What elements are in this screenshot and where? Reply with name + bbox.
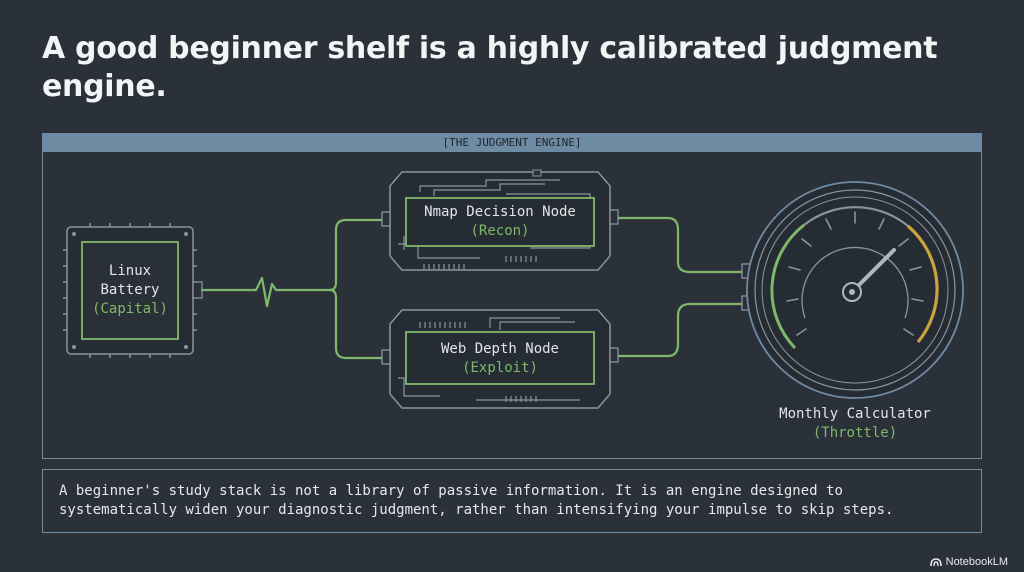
brand-name: NotebookLM bbox=[945, 556, 1008, 568]
exploit-node-label: Web Depth Node (Exploit) bbox=[406, 340, 594, 378]
caption-text: A beginner's study stack is not a librar… bbox=[59, 483, 894, 518]
gauge-label-title: Monthly Calculator bbox=[779, 406, 931, 422]
brand-watermark: NotebookLM bbox=[929, 556, 1008, 568]
throttle-gauge bbox=[741, 181, 964, 399]
battery-label-sub: (Capital) bbox=[92, 301, 168, 317]
signal-wires bbox=[200, 216, 744, 360]
exploit-node-title: Web Depth Node bbox=[440, 341, 559, 357]
caption-box: A beginner's study stack is not a librar… bbox=[42, 469, 982, 533]
exploit-node-sub: (Exploit) bbox=[462, 360, 538, 376]
battery-chip bbox=[63, 223, 203, 358]
judgment-engine-panel: [THE JUDGMENT ENGINE] bbox=[42, 133, 982, 459]
recon-node-sub: (Recon) bbox=[470, 223, 530, 239]
recon-node-title: Nmap Decision Node bbox=[424, 204, 576, 220]
gauge-label: Monthly Calculator (Throttle) bbox=[755, 405, 955, 443]
gauge-label-sub: (Throttle) bbox=[812, 425, 898, 441]
slide-title: A good beginner shelf is a highly calibr… bbox=[42, 31, 938, 104]
battery-label-line1: Linux bbox=[108, 263, 152, 279]
battery-label-line2: Battery bbox=[100, 282, 160, 298]
recon-node bbox=[381, 169, 619, 271]
battery-label: Linux Battery (Capital) bbox=[82, 262, 178, 319]
exploit-node bbox=[381, 309, 619, 409]
panel-header: [THE JUDGMENT ENGINE] bbox=[43, 134, 981, 152]
notebooklm-logo-icon bbox=[929, 558, 942, 567]
recon-node-label: Nmap Decision Node (Recon) bbox=[406, 203, 594, 241]
